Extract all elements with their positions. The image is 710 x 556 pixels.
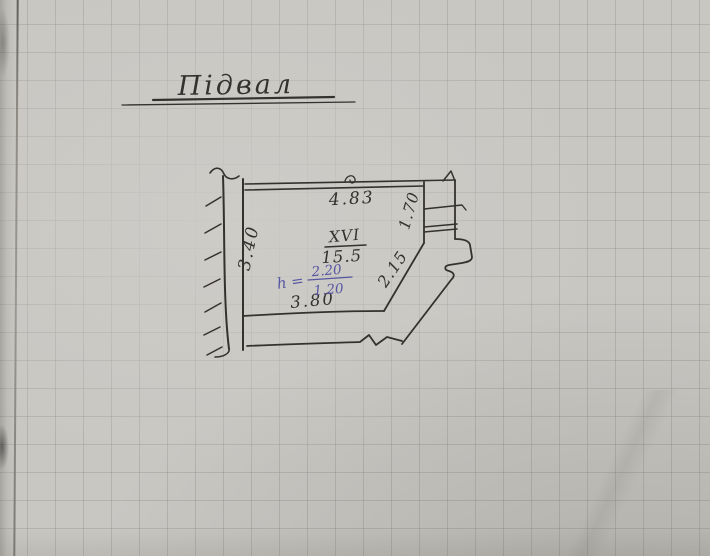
room-area-label: 15.5 [321,246,363,267]
bottom-inner-wall [242,310,385,317]
top-wall-corner-peak [442,170,456,182]
shaft-lower-double-line-2 [423,228,458,233]
dim-diagonal-label: 2.15 [373,247,411,291]
paper-edge-smudge-top [0,8,10,78]
left-wall-top-hook [209,167,240,180]
paper-crease [520,390,710,556]
left-wall-outer-line [222,175,230,350]
title-underline-thin [121,101,356,106]
outer-notch-and-diagonal [401,238,473,345]
dim-bottom-label: 3.80 [289,289,335,312]
page-title: Підвал [176,69,294,102]
height-upper-value: 2.20 [310,262,343,281]
shaft-middle-line [423,204,467,211]
height-lower-value: 1.20 [313,281,345,300]
room-fraction-bar [324,244,367,248]
paper-edge-smudge-bottom [0,424,9,470]
left-wall-bottom-foot [214,348,230,358]
dim-top-label: 4.83 [327,188,375,210]
wall-hatching [203,196,223,356]
height-note: h = 2.20 1.20 [276,262,353,300]
height-prefix-label: h = [276,271,305,293]
top-wall-inner-line [244,185,425,191]
shaft-lower-double-line-1 [423,223,458,228]
dim-right-label: 1.70 [395,190,423,232]
room-number-label: XVI [327,226,361,247]
inner-diagonal-wall [383,242,425,312]
dim-left-label: 3.40 [235,223,264,272]
top-wall-squiggle-mark [344,175,356,184]
bottom-outer-wall-with-break [246,334,403,347]
height-fraction-bar [307,276,353,281]
title-underline-thick [151,95,336,102]
plan-linework [121,95,473,358]
